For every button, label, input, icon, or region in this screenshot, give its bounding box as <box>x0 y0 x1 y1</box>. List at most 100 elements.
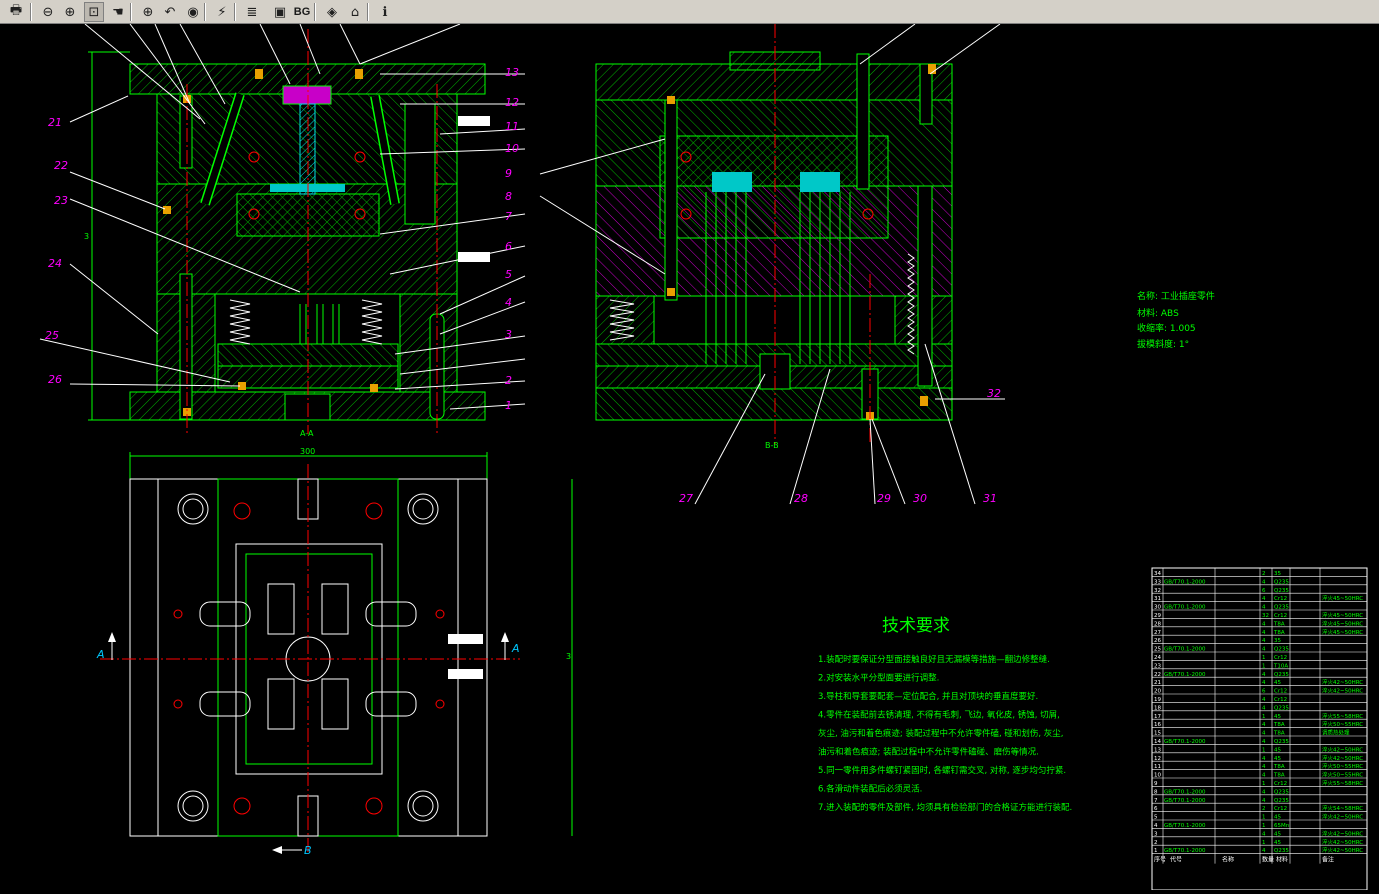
bom-cell: 15 <box>1154 731 1161 737</box>
bom-cell: GB/T70.1-2000 <box>1164 848 1206 854</box>
part-name: 名称: 工业插座零件 <box>1137 290 1215 302</box>
bom-cell: 17 <box>1154 714 1161 720</box>
part-number-label: 22 <box>54 159 68 172</box>
bom-cell: 29 <box>1154 613 1161 619</box>
home-icon[interactable]: ⌂ <box>350 4 360 20</box>
bom-cell: 淬火45~50HRC <box>1322 611 1363 619</box>
bom-cell: 45 <box>1274 714 1281 720</box>
bom-cell: 34 <box>1154 571 1161 577</box>
bom-cell: 淬火50~55HRC <box>1322 762 1363 770</box>
bom-cell: Q235 <box>1274 579 1289 585</box>
bom-cell: 淬火42~50HRC <box>1322 829 1363 837</box>
dim-width-top: 300 <box>300 447 315 456</box>
bom-cell: 14 <box>1154 739 1161 745</box>
bom-cell: 淬火50~55HRC <box>1322 771 1363 779</box>
zoom-in-icon[interactable]: ⊕ <box>64 4 76 20</box>
part-number-label: 32 <box>987 387 1001 400</box>
bom-cell: 4 <box>1262 739 1266 745</box>
bom-cell: 淬火55~58HRC <box>1322 712 1363 720</box>
bom-cell: 4 <box>1262 647 1266 653</box>
bom-cell: Cr12 <box>1274 689 1287 695</box>
bom-cell: 4 <box>1262 697 1266 703</box>
part-number-label: 24 <box>48 257 62 270</box>
bom-header-cell: 代号 <box>1170 856 1182 864</box>
print-icon[interactable]: 🖶 <box>9 3 23 18</box>
bom-cell: GB/T70.1-2000 <box>1164 672 1206 678</box>
bom-cell: 27 <box>1154 630 1161 636</box>
bom-cell: 10 <box>1154 773 1161 779</box>
bom-cell: 4 <box>1262 831 1266 837</box>
bom-cell: 20 <box>1154 689 1161 695</box>
toolbar-separator <box>130 3 132 21</box>
bom-cell: 淬火45~50HRC <box>1322 594 1363 602</box>
tech-requirement-line: 1.装配时要保证分型面接触良好且无漏模等措施—翻边修整缝. <box>818 654 1050 665</box>
background-button[interactable]: BG <box>293 6 311 18</box>
section-bb-label: B-B <box>765 441 779 450</box>
bom-cell: Q235 <box>1274 705 1289 711</box>
color-icon[interactable]: ◈ <box>327 4 337 20</box>
bom-cell: Cr12 <box>1274 613 1287 619</box>
bom-cell: 4 <box>1262 605 1266 611</box>
bom-header-cell: 材料 <box>1276 856 1288 864</box>
bom-cell: 4 <box>1262 680 1266 686</box>
bom-cell: 4 <box>1262 764 1266 770</box>
bom-cell: T8A <box>1273 773 1285 779</box>
bom-cell: 13 <box>1154 747 1161 753</box>
section-bb-view: B-B <box>595 24 953 450</box>
bom-cell: Cr12 <box>1274 697 1287 703</box>
bom-cell: 1 <box>1262 714 1266 720</box>
bom-cell: 45 <box>1274 840 1281 846</box>
tech-requirement-line: 4.零件在装配前去锈清理, 不得有毛刺, 飞边, 氧化皮, 锈蚀, 切屑, <box>818 710 1060 721</box>
dim-height-left: 3 <box>84 232 89 241</box>
bom-cell: Q235 <box>1274 739 1289 745</box>
bom-cell: 淬火50~55HRC <box>1322 720 1363 728</box>
tech-requirement-line: 6.各滑动件装配后必须灵活. <box>818 784 922 795</box>
bom-cell: T8A <box>1273 722 1285 728</box>
section-marker-a-right: A <box>511 642 520 655</box>
bom-cell: 2 <box>1154 840 1158 846</box>
tech-requirement-line: 灰尘, 油污和着色痕迹; 装配过程中不允许零件磕, 碰和划伤, 灰尘, <box>818 728 1063 739</box>
bom-cell: 23 <box>1154 663 1161 669</box>
bom-cell: 1 <box>1262 655 1266 661</box>
bom-cell: 1 <box>1262 747 1266 753</box>
toolbar-separator <box>234 3 236 21</box>
bom-cell: 25 <box>1154 647 1161 653</box>
bom-cell: 32 <box>1262 613 1269 619</box>
bom-cell: 4 <box>1262 773 1266 779</box>
bom-cell: Q235 <box>1274 605 1289 611</box>
bom-cell: 45 <box>1274 680 1281 686</box>
bom-cell: GB/T70.1-2000 <box>1164 647 1206 653</box>
section-aa-view: 3 A-A <box>84 29 490 438</box>
frame-icon[interactable]: ▣ <box>273 4 287 20</box>
bom-cell: 4 <box>1262 621 1266 627</box>
bom-header-cell: 序号 <box>1154 856 1166 864</box>
zoom-previous-icon[interactable]: ↶ <box>164 4 176 20</box>
regen-icon[interactable]: ⚡ <box>217 4 227 20</box>
bom-cell: 19 <box>1154 697 1161 703</box>
plan-view: 300 3 <box>96 447 573 857</box>
bom-cell: Cr12 <box>1274 781 1287 787</box>
view-eye-icon[interactable]: ◉ <box>187 4 199 20</box>
bom-cell: 11 <box>1154 764 1161 770</box>
bom-cell: 18 <box>1154 705 1161 711</box>
info-icon[interactable]: ℹ <box>382 4 388 20</box>
part-number-label: 30 <box>913 492 927 505</box>
layers-icon[interactable]: ≣ <box>246 4 258 20</box>
section-marker-b: B <box>304 844 312 857</box>
bom-cell: 淬火42~50HRC <box>1322 754 1363 762</box>
dim-height-right: 3 <box>566 652 571 661</box>
bom-cell: 45 <box>1274 831 1281 837</box>
bom-cell: 4 <box>1262 638 1266 644</box>
zoom-out-icon[interactable]: ⊖ <box>42 4 54 20</box>
pan-hand-icon[interactable]: ☚ <box>112 4 124 20</box>
toolbar: 🖶 ⊖ ⊕ ⊡ ☚ ⊕ ↶ ◉ ⚡ ≣ ▣ BG ◈ ⌂ ℹ <box>0 0 1379 24</box>
part-number-label: 10 <box>505 142 519 155</box>
bom-cell: 2 <box>1262 806 1266 812</box>
section-marker-a-left: A <box>96 648 105 661</box>
zoom-window-icon[interactable]: ⊡ <box>84 2 104 22</box>
zoom-fit-icon[interactable]: ⊕ <box>142 4 154 20</box>
